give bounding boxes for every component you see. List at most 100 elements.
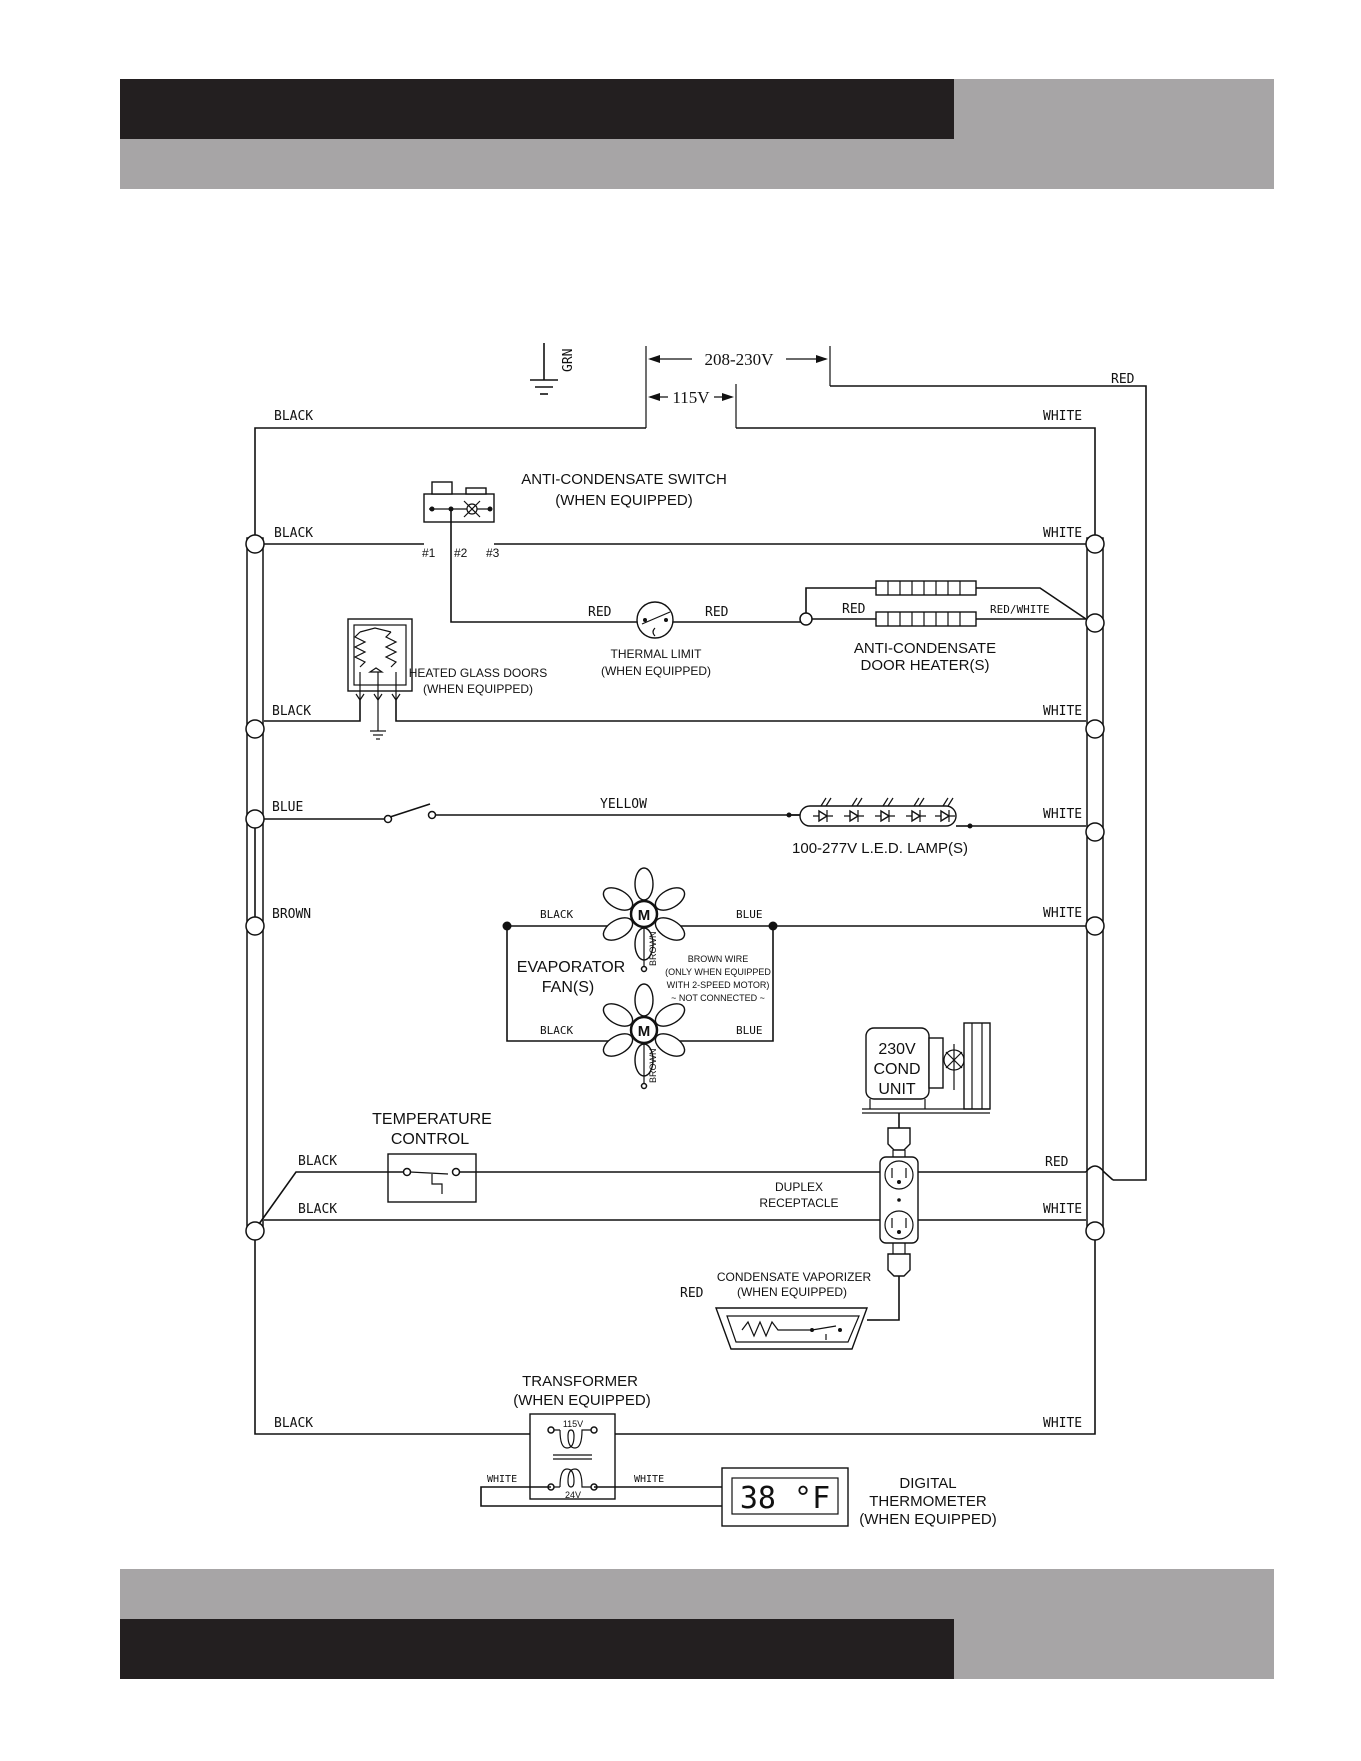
wire-label-heater-red-white: RED/WHITE [990,603,1050,616]
fan-title: EVAPORATOR [517,959,625,976]
wire-label-row6-black: BLACK [298,1154,337,1169]
wire-label-fan1-black: BLACK [540,908,573,921]
fan-blade-icon [634,867,654,901]
door-heaters [799,580,1087,627]
wire-label-row4-white: WHITE [1043,807,1082,822]
fan-subtitle: FAN(S) [542,979,594,996]
wire-row3-black [264,700,361,722]
right-bus-bar [1086,537,1104,1231]
digital-thermometer [721,1467,849,1527]
wire-top-red [830,385,1147,1181]
cond-unit-line-1: 230V [878,1041,916,1058]
header-grey-tab [954,79,1274,139]
fan-1-brown-tag: BROWN [648,932,658,967]
brown-note-3: WITH 2-SPEED MOTOR) [667,980,770,990]
wire-label-top-white: WHITE [1043,409,1082,424]
thermometer-title-3: (WHEN EQUIPPED) [859,1511,997,1528]
ground-label: GRN [561,349,576,372]
tx-secondary-label: 24V [565,1490,581,1500]
thermal-title: THERMAL LIMIT [611,647,703,661]
switch-title: ANTI-CONDENSATE SWITCH [521,471,727,488]
switch-subtitle: (WHEN EQUIPPED) [555,492,693,509]
heater-title: ANTI-CONDENSATE [854,640,996,657]
wire-label-row4-blue: BLUE [272,800,303,815]
transformer-subtitle: (WHEN EQUIPPED) [513,1392,651,1409]
thermometer-display: 38 °F [740,1481,830,1516]
thermal-subtitle: (WHEN EQUIPPED) [601,664,711,678]
header-dark-band [120,79,954,139]
led-lamp-strip [786,797,973,829]
wire-label-top-red: RED [1111,372,1135,387]
wire-label-vaporizer-red: RED [680,1286,704,1301]
wire-label-row5-white: WHITE [1043,906,1082,921]
glass-doors-subtitle: (WHEN EQUIPPED) [423,682,533,696]
wire-label-row3-black: BLACK [272,704,311,719]
wire-label-row7-black: BLACK [298,1202,337,1217]
led-lamp-label: 100-277V L.E.D. LAMP(S) [792,840,968,857]
header-grey-band [120,139,1274,189]
wire-label-thermal-red-in: RED [588,605,612,620]
duplex-label-2: RECEPTACLE [759,1196,838,1210]
cond-unit-line-3: UNIT [878,1081,916,1098]
wire-label-tx-white-right: WHITE [634,1474,664,1485]
fan-wiring [502,921,778,1042]
fan-2-brown-tag: BROWN [648,1049,658,1084]
condensing-unit [862,1022,991,1114]
wire-label-row3-white: WHITE [1043,704,1082,719]
wire-top-black [254,427,646,538]
voltage-208-dimension [645,346,831,428]
cond-unit-line-2: COND [873,1061,920,1078]
wire-tx-white-left [480,1486,722,1507]
brown-note-4: ~ NOT CONNECTED ~ [671,993,765,1003]
voltage-115-dimension [648,384,737,428]
thermometer-title-1: DIGITAL [899,1475,956,1492]
brown-note-2: (ONLY WHEN EQUIPPED [665,967,771,977]
wire-label-bottom-black: BLACK [274,1416,313,1431]
wire-row6-black [258,1171,403,1225]
heated-glass-doors [347,618,413,740]
led-diode-icon [875,797,895,823]
heater-subtitle: DOOR HEATER(S) [861,657,990,674]
thermometer-title-2: THERMOMETER [869,1493,987,1510]
footer-grey-band [120,1569,1274,1619]
vaporizer-subtitle: (WHEN EQUIPPED) [737,1285,847,1299]
brown-note-1: BROWN WIRE [688,954,749,964]
tx-primary-label: 115V [563,1419,583,1429]
door-switch [383,803,437,824]
transformer-title: TRANSFORMER [522,1373,638,1390]
footer-grey-tab [954,1619,1274,1679]
fan-blade-icon [634,983,654,1017]
wire-label-row7-white: WHITE [1043,1202,1082,1217]
wire-top-white [736,427,1096,538]
temp-control-subtitle: CONTROL [391,1131,469,1148]
anti-condensate-switch [423,481,495,523]
ground-symbol [530,343,558,395]
wire-label-fan1-blue: BLUE [736,908,763,921]
wire-bottom-black [254,1240,530,1435]
temp-control-title: TEMPERATURE [372,1111,492,1128]
switch-terminal-3: #3 [486,546,500,560]
wire-label-tx-white-left: WHITE [487,1474,517,1485]
glass-doors-title: HEATED GLASS DOORS [409,666,547,680]
footer-dark-band [120,1619,954,1679]
duplex-label-1: DUPLEX [775,1180,823,1194]
wire-label-row1-white: WHITE [1043,526,1082,541]
led-diode-icon [935,797,955,823]
wire-label-row4-yellow: YELLOW [600,797,647,812]
evaporator-fan-1 [602,867,686,973]
switch-terminal-1: #1 [422,546,436,560]
led-diode-icon [844,797,864,823]
wire-label-bottom-white: WHITE [1043,1416,1082,1431]
duplex-receptacle [879,1113,919,1321]
condensate-vaporizer [714,1307,880,1350]
voltage-208-label: 208-230V [705,350,775,369]
evaporator-fan-2 [602,983,686,1090]
led-diode-icon [906,797,926,823]
wire-label-top-black: BLACK [274,409,313,424]
thermal-limit [636,601,674,639]
wire-label-row1-black: BLACK [274,526,313,541]
wire-label-row6-red: RED [1045,1155,1069,1170]
temperature-control [387,1153,477,1203]
wire-label-thermal-red-out: RED [705,605,729,620]
wire-label-row5-brown: BROWN [272,907,311,922]
